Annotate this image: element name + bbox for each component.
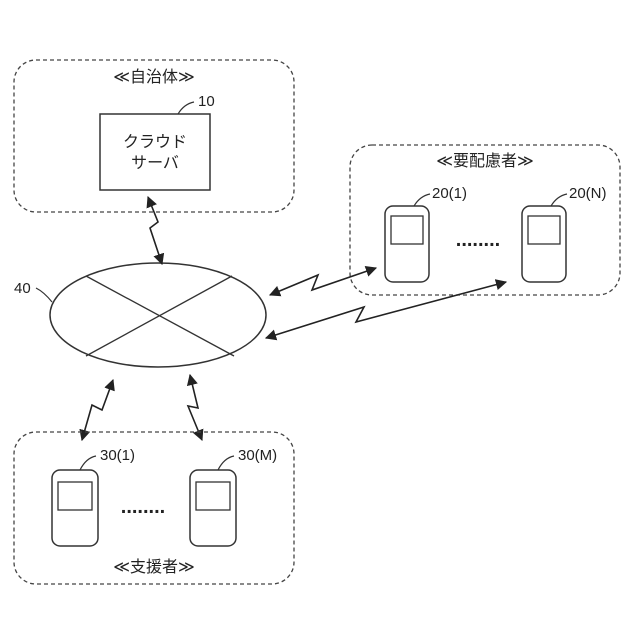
link-network-care-last [266, 282, 506, 338]
cloud-server-box [100, 114, 210, 190]
care-recipients-label: ≪要配慮者≫ [436, 151, 534, 170]
cloud-server-label-line1: クラウド [123, 132, 187, 151]
network-ref: 40 [14, 280, 31, 297]
link-cloud-network [148, 197, 162, 264]
cloud-server-label-line2: サーバ [131, 153, 179, 172]
cloud-server-leader [178, 102, 194, 114]
care-recipient-terminal-last-screen [528, 216, 560, 244]
supporter-first-ref: 30(1) [100, 447, 135, 464]
supporters-label: ≪支援者≫ [113, 557, 195, 576]
supporters-ellipsis: ........ [121, 496, 165, 518]
municipality-group: ≪自治体≫ クラウド サーバ 10 [14, 60, 294, 212]
supporter-last-ref: 30(M) [238, 447, 277, 464]
care-recipient-first-leader [414, 194, 430, 206]
care-recipient-first-ref: 20(1) [432, 185, 467, 202]
cloud-server-ref: 10 [198, 93, 215, 110]
supporter-first-leader [80, 456, 96, 470]
supporter-terminal-first-screen [58, 482, 92, 510]
care-recipient-last-ref: 20(N) [569, 185, 607, 202]
network-group: 40 [14, 263, 266, 367]
link-network-supporter-first [82, 380, 113, 440]
municipality-label: ≪自治体≫ [113, 67, 195, 86]
supporter-terminal-last-screen [196, 482, 230, 510]
network-leader [36, 288, 52, 302]
care-recipients-ellipsis: ........ [456, 229, 500, 251]
supporters-group: 30(1) ........ 30(M) ≪支援者≫ [14, 432, 294, 584]
link-network-supporter-last [188, 375, 202, 440]
care-recipients-group: ≪要配慮者≫ 20(1) ........ 20(N) [350, 145, 620, 295]
supporter-last-leader [218, 456, 234, 470]
care-recipient-terminal-first-screen [391, 216, 423, 244]
care-recipient-last-leader [551, 194, 567, 206]
